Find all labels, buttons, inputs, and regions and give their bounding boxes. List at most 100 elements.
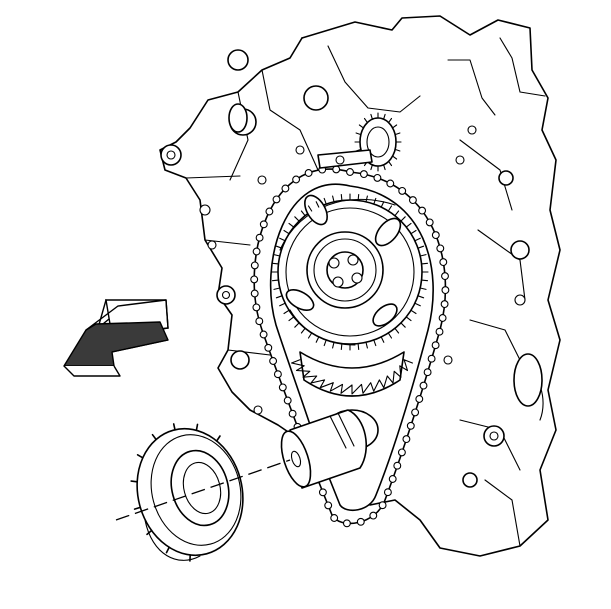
gear-tooth <box>392 124 398 129</box>
sprocket-tooth <box>405 222 412 228</box>
chain-link <box>441 286 450 295</box>
sprocket-tooth <box>294 216 300 222</box>
chain-link <box>423 368 432 377</box>
chain-link <box>264 343 273 352</box>
chain-link <box>255 233 264 242</box>
reluctor-tab <box>215 435 221 442</box>
sprocket-tooth <box>414 237 421 242</box>
chain-link <box>435 327 444 336</box>
sprocket-tooth <box>315 201 320 208</box>
chain-link <box>406 421 415 430</box>
sprocket-tooth <box>340 342 343 351</box>
gear-tooth <box>383 113 386 120</box>
reluctor-tab <box>146 529 153 536</box>
center-line <box>115 459 291 521</box>
chain-link <box>359 170 368 179</box>
chain-link <box>408 196 417 205</box>
chain-link <box>252 303 261 312</box>
chain-link <box>250 261 259 270</box>
chain-link <box>438 314 447 322</box>
sprocket-tooth <box>420 279 429 282</box>
chain-link <box>252 247 261 256</box>
sprocket-tooth <box>279 302 286 307</box>
chain-link <box>281 184 290 193</box>
chain-link <box>250 275 259 284</box>
chain-link <box>402 435 411 444</box>
sprocket-tooth <box>357 193 360 202</box>
chain-link <box>373 173 382 182</box>
sprocket-tooth <box>332 195 335 203</box>
sprocket-tooth <box>365 341 368 349</box>
sprocket-tooth <box>283 309 290 315</box>
reluctor-tab <box>136 453 144 459</box>
sprocket-tooth <box>288 316 295 322</box>
sprocket-tooth <box>307 332 313 339</box>
chain-link <box>342 519 351 528</box>
gear-tooth <box>355 132 362 136</box>
chain-link <box>386 179 395 188</box>
sprocket-tooth <box>380 201 385 208</box>
sprocket-tooth <box>387 205 393 212</box>
camshaft-sprocket <box>271 193 429 351</box>
sprocket-tooth <box>414 302 421 307</box>
gear-tooth <box>388 117 393 124</box>
sprocket-tooth <box>271 262 280 265</box>
chain-link <box>441 272 449 281</box>
chain-link <box>356 517 365 526</box>
crankshaft-position-reluctor-ring <box>130 423 244 562</box>
sprocket-tooth <box>417 295 425 299</box>
sprocket-tooth <box>275 245 283 249</box>
chain-link <box>255 317 264 326</box>
timing-chain <box>250 165 450 528</box>
chain-link <box>324 501 333 510</box>
chain-link <box>265 207 274 216</box>
sprocket-tooth <box>405 316 412 322</box>
reluctor-tab <box>172 423 176 431</box>
chain-link <box>278 383 287 392</box>
sprocket-tooth <box>357 342 360 351</box>
sprocket-tooth <box>420 262 429 265</box>
chain-link <box>250 289 259 298</box>
reluctor-tab <box>195 423 199 432</box>
chain-link <box>411 408 420 417</box>
gear-tooth <box>363 117 368 124</box>
crankshaft-nose <box>280 409 368 489</box>
oil-pump-drive-gear <box>317 112 402 172</box>
chain-link <box>269 357 278 365</box>
sprocket-tooth <box>273 254 281 257</box>
reluctor-tab <box>151 433 157 441</box>
sprocket-tooth <box>417 245 425 249</box>
gear-tooth <box>370 164 373 171</box>
chain-link <box>283 396 292 405</box>
sprocket-tooth <box>300 327 306 334</box>
chain-link <box>439 258 448 267</box>
chain-link <box>383 488 392 497</box>
sprocket-tooth <box>315 336 320 343</box>
chain-link <box>318 488 327 497</box>
reluctor-tab <box>130 480 138 483</box>
sprocket-tooth <box>387 332 393 339</box>
reluctor-tab <box>133 506 142 510</box>
chain-link <box>292 175 301 184</box>
chain-link <box>427 354 436 363</box>
gear-tooth <box>394 132 401 136</box>
chain-link <box>431 341 440 350</box>
chain-link <box>397 448 406 457</box>
sprocket-tooth <box>394 210 400 217</box>
sprocket-tooth <box>307 205 313 212</box>
sprocket-tooth <box>410 309 417 315</box>
sprocket-tooth <box>340 193 343 202</box>
chain-link <box>418 206 427 215</box>
chain-link <box>273 370 282 379</box>
sprocket-tooth <box>332 341 335 349</box>
sprocket-tooth <box>400 322 406 328</box>
sprocket-tooth <box>300 210 306 217</box>
chain-link <box>304 169 313 177</box>
sprocket-tooth <box>373 197 377 205</box>
sprocket-tooth <box>271 279 280 282</box>
sprocket-tooth <box>294 322 300 328</box>
sprocket-tooth <box>273 287 281 290</box>
reluctor-tab <box>165 546 170 554</box>
chain-link <box>330 514 339 522</box>
chain-link <box>436 244 445 253</box>
